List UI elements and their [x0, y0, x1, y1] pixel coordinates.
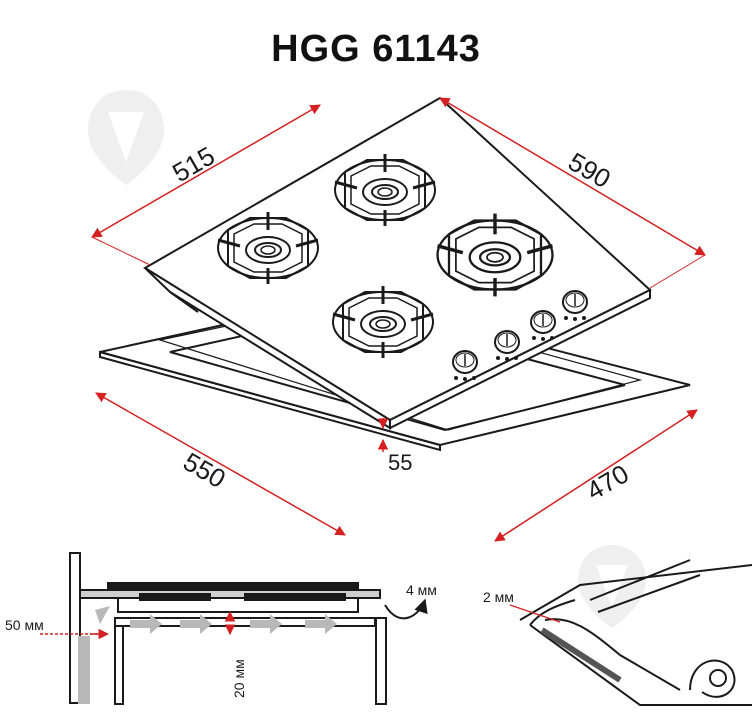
airflow-arrows	[95, 606, 337, 634]
dim-height-label: 55	[388, 450, 412, 475]
clearance-markers	[40, 610, 236, 640]
arrow-icon	[384, 598, 428, 620]
rear-gap-label: 4 мм	[406, 582, 437, 598]
gap-under-label: 20 мм	[231, 659, 247, 698]
dim-width-label: 590	[563, 146, 616, 194]
seal-pointer	[509, 604, 561, 623]
page-title: HGG 61143	[271, 28, 481, 70]
installation-section	[69, 552, 387, 705]
dim-depth-label: 515	[167, 140, 220, 188]
seal-label: 2 мм	[483, 589, 514, 605]
hob-top	[143, 96, 652, 430]
side-clearance-label: 50 мм	[5, 617, 44, 633]
dimension-lines	[91, 97, 706, 542]
pin-icon-watermark-2	[578, 545, 646, 628]
seal-detail	[519, 559, 752, 706]
pin-icon-watermark	[88, 90, 164, 185]
dim-cutout-width-label: 550	[178, 446, 231, 494]
dim-cutout-depth-label: 470	[581, 458, 634, 506]
